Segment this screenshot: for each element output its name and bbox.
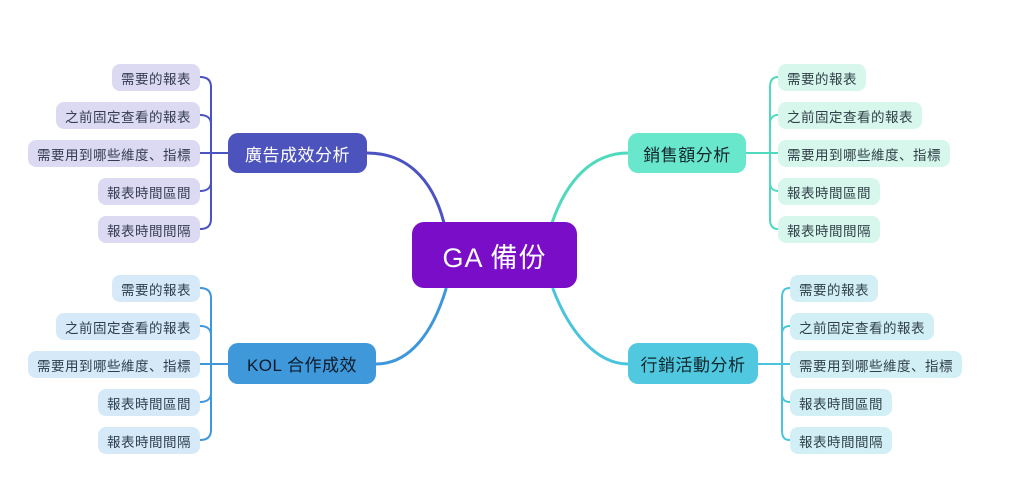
- leaf-node[interactable]: 需要用到哪些維度、指標: [778, 140, 950, 167]
- connector-leaf: [199, 325, 212, 336]
- connectors-ad-performance: [199, 76, 446, 230]
- connector-leaf: [769, 76, 779, 88]
- central-topic-node[interactable]: GA 備份: [412, 222, 577, 288]
- leaf-node[interactable]: 報表時間間隔: [98, 216, 200, 243]
- connector-leaf: [199, 76, 212, 88]
- branch-node-kol-collaboration[interactable]: KOL 合作成效: [228, 343, 376, 384]
- leaf-node[interactable]: 需要的報表: [112, 275, 200, 302]
- connector-leaf: [199, 218, 212, 230]
- connector-leaf: [781, 392, 791, 403]
- leaf-node[interactable]: 需要的報表: [778, 64, 866, 91]
- leaf-node[interactable]: 報表時間間隔: [790, 427, 892, 454]
- connector-leaf: [781, 325, 791, 336]
- leaf-node[interactable]: 之前固定查看的報表: [778, 102, 922, 129]
- leaf-node[interactable]: 報表時間間隔: [778, 216, 880, 243]
- connector-center-ads: [365, 151, 446, 225]
- leaf-node[interactable]: 之前固定查看的報表: [56, 102, 200, 129]
- connector-center-sales: [550, 151, 630, 225]
- connector-center-kol: [374, 287, 448, 366]
- leaf-node[interactable]: 之前固定查看的報表: [790, 313, 934, 340]
- leaf-node[interactable]: 需要的報表: [112, 64, 200, 91]
- leaf-node[interactable]: 需要用到哪些維度、指標: [790, 351, 962, 378]
- connector-leaf: [199, 287, 212, 299]
- leaf-node[interactable]: 報表時間區間: [98, 389, 200, 416]
- branch-node-marketing-campaign[interactable]: 行銷活動分析: [628, 343, 758, 384]
- leaf-node[interactable]: 需要用到哪些維度、指標: [28, 140, 200, 167]
- connector-leaf: [199, 429, 212, 441]
- connector-leaf: [781, 429, 791, 441]
- leaf-node[interactable]: 之前固定查看的報表: [56, 313, 200, 340]
- connector-leaf: [769, 181, 779, 192]
- branch-node-sales-analysis[interactable]: 銷售額分析: [628, 133, 746, 173]
- leaf-node[interactable]: 需要的報表: [790, 275, 878, 302]
- connector-center-marketing: [551, 287, 630, 366]
- connector-leaf: [781, 287, 791, 299]
- leaf-node[interactable]: 報表時間區間: [98, 178, 200, 205]
- connectors-sales-analysis: [550, 76, 779, 230]
- connector-leaf: [769, 218, 779, 230]
- connectors-marketing-campaign: [551, 287, 791, 441]
- connector-leaf: [199, 181, 212, 192]
- leaf-node[interactable]: 報表時間間隔: [98, 427, 200, 454]
- connector-leaf: [769, 114, 779, 125]
- connectors-kol-collaboration: [199, 287, 448, 441]
- leaf-node[interactable]: 報表時間區間: [778, 178, 880, 205]
- branch-node-ad-performance[interactable]: 廣告成效分析: [228, 133, 367, 173]
- leaf-node[interactable]: 報表時間區間: [790, 389, 892, 416]
- connector-leaf: [199, 392, 212, 403]
- leaf-node[interactable]: 需要用到哪些維度、指標: [28, 351, 200, 378]
- connector-leaf: [199, 114, 212, 125]
